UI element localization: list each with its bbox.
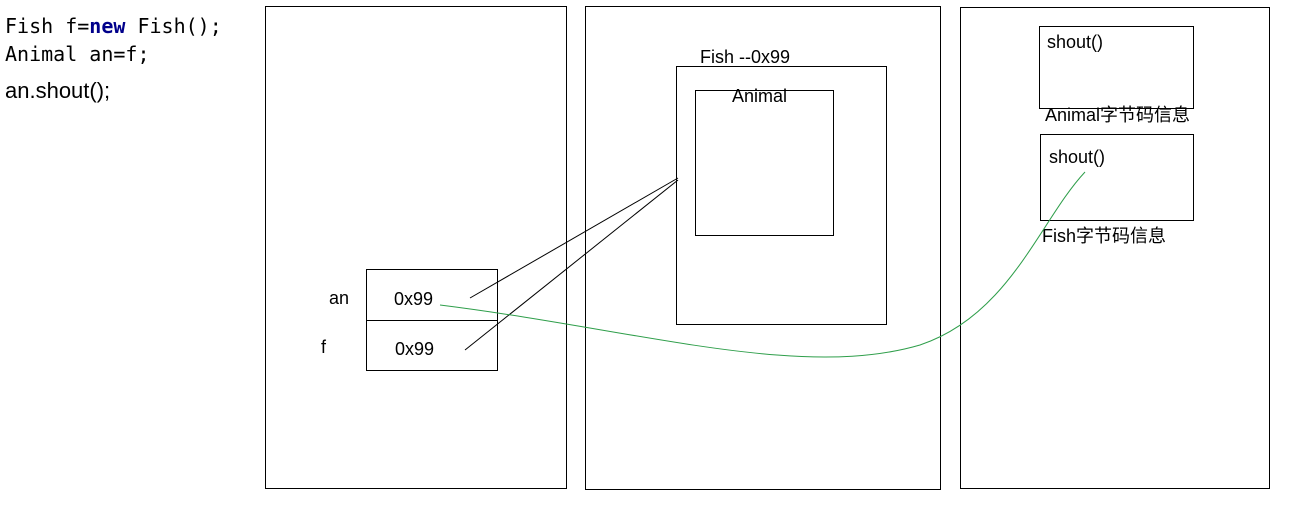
- animal-object-label: Animal: [732, 86, 788, 106]
- code-line-1: Fish f=new Fish();: [5, 13, 222, 40]
- fish-shout-method: shout(): [1049, 147, 1106, 167]
- stack-an-value: 0x99: [394, 289, 434, 309]
- stack-var-an-label: an: [329, 288, 350, 308]
- code-line-3: an.shout();: [5, 78, 111, 103]
- code-line-2: Animal an=f;: [5, 42, 150, 66]
- code-keyword-new: new: [89, 14, 126, 38]
- animal-bytecode-box: [1039, 26, 1194, 109]
- animal-bytecode-label: Animal字节码信息: [1045, 105, 1191, 125]
- animal-object-box: [695, 90, 834, 236]
- stack-f-value: 0x99: [395, 339, 435, 359]
- code-text: Fish();: [125, 14, 222, 38]
- animal-shout-method: shout(): [1047, 32, 1104, 52]
- fish-object-label: Fish --0x99: [700, 47, 791, 67]
- fish-bytecode-label: Fish字节码信息: [1042, 226, 1167, 246]
- stack-panel: [265, 6, 567, 489]
- code-text: Fish f=: [5, 14, 90, 38]
- stack-var-f-label: f: [321, 337, 327, 357]
